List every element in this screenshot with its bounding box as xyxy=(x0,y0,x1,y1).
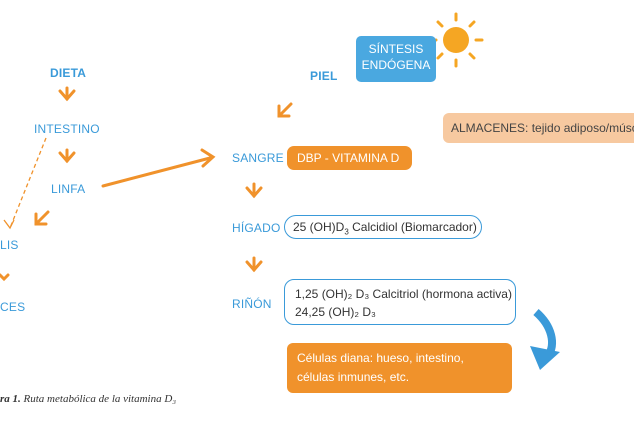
label-piel: PIEL xyxy=(310,69,338,83)
label-rinon: RIÑÓN xyxy=(232,297,272,311)
dbp-vitamina-d-box: DBP - VITAMINA D xyxy=(287,146,412,170)
sun-icon xyxy=(428,12,484,68)
arrow-linfa-sangre xyxy=(101,156,212,188)
calcidiol-box: 25 (OH)D3 Calcidiol (Biomarcador) xyxy=(284,215,482,239)
arrow-dieta-intestino xyxy=(58,86,76,102)
arrow-linfa-lis xyxy=(34,210,50,226)
arrow-intestino-linfa xyxy=(58,148,76,164)
label-dieta: DIETA xyxy=(50,66,87,80)
calcidiol-prefix: 25 (OH)D xyxy=(293,220,345,234)
blue-arrowhead xyxy=(530,346,560,370)
label-lis: LIS xyxy=(0,238,19,252)
sintesis-line1: SÍNTESIS xyxy=(368,42,424,56)
arrow-lis-ces xyxy=(0,273,10,282)
calcitriol-line: 1,25 (OH)₂ D₃ Calcitriol (hormona activa… xyxy=(295,287,512,301)
dashed-arrowhead xyxy=(3,219,15,230)
celulas-diana-box: Células diana: hueso, intestino, células… xyxy=(287,343,512,393)
dbp-text: DBP - VITAMINA D xyxy=(297,151,400,165)
arrow-piel-sangre xyxy=(277,102,293,118)
almacenes-text: ALMACENES: tejido adiposo/múscu xyxy=(451,121,634,135)
label-intestino: INTESTINO xyxy=(34,122,100,136)
calcidiol-sub: 3 xyxy=(344,227,349,237)
figure-caption: ra 1. Ruta metabólica de la vitamina D₃ xyxy=(0,393,176,405)
caption-text: Ruta metabólica de la vitamina D₃ xyxy=(20,393,177,405)
celulas-line1: Células diana: hueso, intestino, xyxy=(297,351,464,365)
sintesis-endogena-box: SÍNTESIS ENDÓGENA xyxy=(356,36,436,82)
arrow-sangre-higado xyxy=(245,182,263,199)
rinon-metabolites-box: 1,25 (OH)₂ D₃ Calcitriol (hormona activa… xyxy=(284,279,516,325)
label-ces: CES xyxy=(0,300,26,314)
24-25-line: 24,25 (OH)₂ D₃ xyxy=(295,305,376,319)
label-linfa: LINFA xyxy=(51,182,86,196)
dashed-arrow-intestino-lis xyxy=(9,137,47,229)
calcidiol-rest: Calcidiol (Biomarcador) xyxy=(348,220,477,234)
almacenes-box: ALMACENES: tejido adiposo/múscu xyxy=(443,113,634,143)
label-sangre: SANGRE xyxy=(232,151,284,165)
label-higado: HÍGADO xyxy=(232,221,281,235)
arrow-higado-rinon xyxy=(245,256,263,273)
caption-label: ra 1. xyxy=(0,393,21,405)
celulas-line2: células inmunes, etc. xyxy=(297,370,410,384)
sintesis-line2: ENDÓGENA xyxy=(361,58,431,72)
